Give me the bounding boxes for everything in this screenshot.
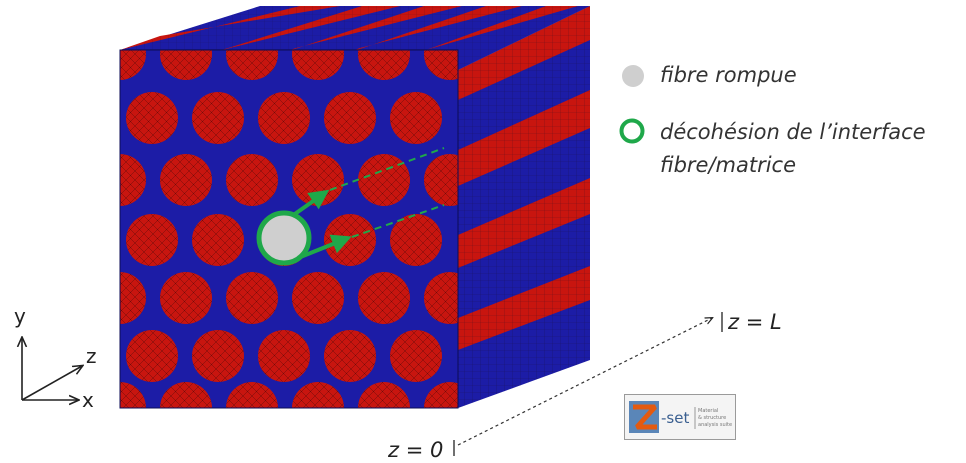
fibre-mesh (424, 272, 458, 324)
fibre-mesh (424, 154, 458, 206)
fibre-mesh (258, 92, 310, 144)
legend-debond-line2: fibre/matrice (660, 153, 797, 177)
fibre-mesh (424, 50, 458, 80)
fibre-mesh (192, 330, 244, 382)
legend-broken-fibre: fibre rompue (660, 63, 797, 87)
fibre-mesh (120, 154, 146, 206)
zset-logo: -set Material & structure analysis suite (624, 394, 736, 440)
legend-debond-line1: décohésion de l’interface (660, 120, 926, 144)
fibre-mesh (358, 382, 410, 408)
fibre-mesh (324, 330, 376, 382)
fibre-mesh (120, 50, 146, 80)
fibre-mesh (226, 272, 278, 324)
debonding-arrows (290, 147, 445, 260)
broken-fibre-marker (256, 210, 312, 266)
fibre-mesh (390, 214, 442, 266)
fibre-mesh (126, 330, 178, 382)
svg-text:Material: Material (698, 408, 718, 414)
fibre-mesh (358, 50, 410, 80)
svg-text:-set: -set (661, 409, 689, 427)
fibre-mesh (120, 382, 146, 408)
fibre-mesh (424, 382, 458, 408)
fibre-mesh (292, 382, 344, 408)
axis-label-x: x (82, 388, 94, 412)
debond-legend-icon (619, 118, 645, 144)
z-end-label: z = L (728, 310, 782, 334)
fibre-mesh (226, 50, 278, 80)
svg-text:analysis suite: analysis suite (698, 422, 732, 428)
fibre-mesh (258, 330, 310, 382)
fibre-mesh (324, 214, 376, 266)
fibre-mesh (292, 272, 344, 324)
fibre-mesh (358, 154, 410, 206)
front-face-fibres (120, 50, 458, 408)
fibre-mesh (192, 214, 244, 266)
fibre-mesh (192, 92, 244, 144)
fibre-mesh (120, 272, 146, 324)
axis-label-y: y (14, 304, 26, 328)
fibre-mesh (390, 330, 442, 382)
fibre-mesh (292, 50, 344, 80)
axis-triad (22, 338, 82, 400)
fibre-mesh (390, 92, 442, 144)
fibre-mesh (160, 154, 212, 206)
fibre-mesh (126, 92, 178, 144)
svg-text:& structure: & structure (698, 415, 726, 421)
z-direction-indicator (453, 312, 723, 456)
fibre-mesh (160, 50, 212, 80)
fibre-mesh (160, 382, 212, 408)
axis-label-z: z (86, 344, 97, 368)
z-start-label: z = 0 (388, 438, 444, 462)
fibre-mesh (126, 214, 178, 266)
side-face (458, 6, 590, 408)
fibre-mesh (358, 272, 410, 324)
fibre-mesh (226, 382, 278, 408)
fibre-mesh (160, 272, 212, 324)
fibre-mesh (324, 92, 376, 144)
broken-fibre-legend-icon (622, 65, 644, 87)
fibre-mesh (292, 154, 344, 206)
fibre-mesh (226, 154, 278, 206)
